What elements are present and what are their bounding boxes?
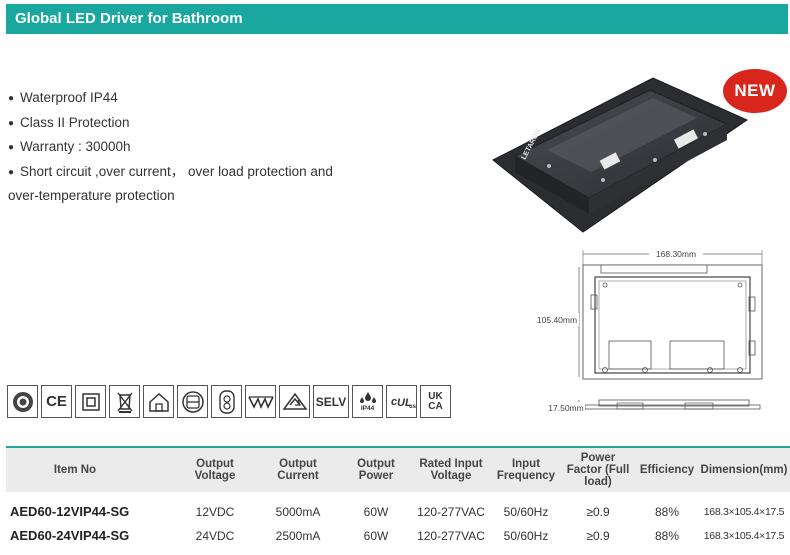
dimension-drawing: 168.30mm 105.40mm 17.50mm xyxy=(535,245,790,420)
feature-list: ●Waterproof IP44 ●Class II Protection ●W… xyxy=(8,86,388,208)
table-cell: 60W xyxy=(363,529,389,543)
table-cell: 50/60Hz xyxy=(503,505,549,519)
column-header: Output Power xyxy=(357,458,395,482)
table-row: AED60-24VIP44-SG 24VDC 2500mA 60W 120-27… xyxy=(6,524,790,548)
column-header: Item No xyxy=(53,464,97,476)
ce-icon: CE xyxy=(41,385,72,418)
table-cell: 88% xyxy=(654,529,680,543)
class-ii-icon xyxy=(75,385,106,418)
table-row: AED60-12VIP44-SG 12VDC 5000mA 60W 120-27… xyxy=(6,500,790,524)
ukca-icon: UK CA xyxy=(420,385,451,418)
thermal-protection-icon xyxy=(211,385,242,418)
column-header: Rated Input Voltage xyxy=(419,458,483,482)
item-no-cell: AED60-24VIP44-SG xyxy=(10,528,130,543)
table-cell: 2500mA xyxy=(275,529,321,543)
table-cell: 5000mA xyxy=(275,505,321,519)
selv-icon: SELV xyxy=(313,385,349,418)
bullet-icon: ● xyxy=(8,93,15,104)
item-no-cell: AED60-12VIP44-SG xyxy=(10,504,130,519)
column-header: Output Voltage xyxy=(194,458,236,482)
table-cell: 120-277VAC xyxy=(417,529,485,543)
new-badge: NEW xyxy=(723,69,787,113)
column-header: Dimension(mm) xyxy=(700,464,788,476)
depth-dimension-label: 17.50mm xyxy=(548,403,583,413)
bullet-icon: ● xyxy=(8,117,15,129)
table-cell: 120-277VAC xyxy=(417,505,485,519)
bullet-icon: ● xyxy=(8,142,15,153)
table-header: Item No Output Voltage Output Current Ou… xyxy=(6,446,790,492)
svg-text:c: c xyxy=(391,396,397,408)
table-cell: ≥0.9 xyxy=(586,529,610,543)
table-cell: 168.3×105.4×17.5 xyxy=(703,506,785,518)
table-cell: 88% xyxy=(654,505,680,519)
column-header: Input Frequency xyxy=(496,458,556,482)
svg-text:UL: UL xyxy=(397,397,412,409)
feature-item: ●Class II Protection xyxy=(8,111,388,136)
weee-bin-icon xyxy=(109,385,140,418)
column-header: Output Current xyxy=(277,458,319,482)
rcm-icon xyxy=(279,385,310,418)
tuv-icon xyxy=(7,385,38,418)
feature-item-continued: over-temperature protection xyxy=(8,188,175,203)
table-cell: 24VDC xyxy=(195,529,235,543)
feature-item: ●Short circuit ,over current， over load … xyxy=(8,160,388,185)
column-header: Efficiency xyxy=(639,464,695,476)
product-image: LETARON NEW xyxy=(485,68,790,243)
dimension-diagram-icon: 168.30mm 105.40mm 17.50mm xyxy=(535,247,763,414)
mm-mark-icon xyxy=(245,385,276,418)
page-title: Global LED Driver for Bathroom xyxy=(15,10,243,27)
table-cell: 60W xyxy=(363,505,389,519)
height-dimension-label: 105.40mm xyxy=(537,315,577,325)
table-cell: 12VDC xyxy=(195,505,235,519)
table-cell: ≥0.9 xyxy=(586,505,610,519)
table-cell: 168.3×105.4×17.5 xyxy=(703,530,785,542)
table-cell: 50/60Hz xyxy=(503,529,549,543)
feature-item: ●Waterproof IP44 xyxy=(8,86,388,111)
feature-item: ●Warranty : 30000h xyxy=(8,135,388,160)
bullet-icon: ● xyxy=(8,166,15,178)
f-mark-icon xyxy=(177,385,208,418)
width-dimension-label: 168.30mm xyxy=(656,249,696,259)
column-header: Power Factor (Full load) xyxy=(566,452,630,488)
ip44-icon: IP44 xyxy=(352,385,383,418)
indoor-use-icon xyxy=(143,385,174,418)
svg-text:us: us xyxy=(409,404,416,410)
led-driver-illustration: LETARON xyxy=(492,77,749,233)
ip44-text: IP44 xyxy=(360,405,375,412)
header-bar: Global LED Driver for Bathroom xyxy=(6,4,788,34)
